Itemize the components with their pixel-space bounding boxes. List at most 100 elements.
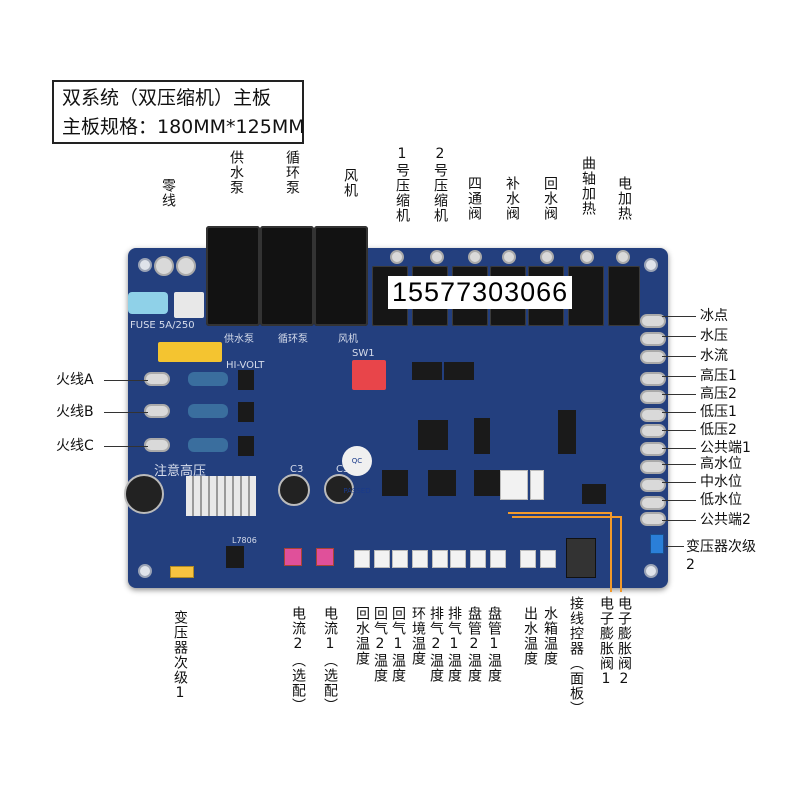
ic [428,470,456,496]
label-four-way-valve: 四通阀 [466,176,482,221]
ic [238,402,254,422]
qc-sticker: QC PASSED [342,446,372,495]
mcu [418,420,448,450]
power-connector [174,292,204,318]
relay-fan [314,226,368,326]
label-low-pressure2: 低压2 [700,422,737,438]
leader-line [662,394,696,395]
label-water-pressure: 水压 [700,328,728,344]
terminal [468,250,482,264]
label-high-pressure1: 高压1 [700,368,737,384]
terminal [640,460,666,474]
terminal [640,390,666,404]
silk-fan: 风机 [338,334,358,345]
leader-line [104,446,148,447]
label-ice-point: 冰点 [700,308,728,324]
terminal [540,250,554,264]
resistor [188,372,228,386]
terminal [430,250,444,264]
label-low-pressure1: 低压1 [700,404,737,420]
silk-pump1: 供水泵 [224,334,254,345]
live-terminal-c [144,438,170,452]
terminal [640,350,666,364]
transformer-secondary1-connector [170,566,194,578]
terminal [580,250,594,264]
silk-warning: 注意高压 [154,464,207,479]
label-tank-temp: 水箱温度 [542,606,558,666]
label-makeup-valve: 补水阀 [504,176,520,221]
mount-hole [138,564,152,578]
title-line2: 主板规格：180MM*125MM [62,116,305,138]
ic [382,470,408,496]
label-discharge1-temp: 排气1温度 [446,606,462,683]
ic [412,362,442,380]
relay-crank-heater [568,266,604,326]
capacitor-c5 [324,474,354,504]
capacitor-c3 [278,474,310,506]
terminal [640,372,666,386]
label-low-water-level: 低水位 [700,492,742,508]
temp-connector [450,550,466,568]
silk-c5: C5 [336,464,350,475]
label-live-c: 火线C [56,438,94,454]
valve-connector [530,470,544,500]
temp-connector [412,550,428,568]
terminal [640,314,666,328]
label-neutral: 零线 [160,178,176,208]
yellow-capacitor [158,342,222,362]
label-compressor2: 2号压缩机 [432,146,448,223]
label-coil2-temp: 盘管2温度 [466,606,482,683]
label-exv2: 电子膨胀阀2 [616,596,632,688]
label-compressor1: 1号压缩机 [394,146,410,223]
temp-connector [354,550,370,568]
label-return-gas1-temp: 回气1温度 [390,606,406,683]
label-supply-pump: 供水泵 [228,150,244,195]
transformer-secondary2-connector [650,534,664,554]
label-discharge2-temp: 排气2温度 [428,606,444,683]
valve-connector [500,470,528,500]
dip-switch [352,360,386,390]
neutral-terminal [154,256,174,276]
terminal [502,250,516,264]
temp-connector [520,550,536,568]
heat-sink [186,476,256,516]
label-crank-heater: 曲轴加热 [580,156,596,216]
label-outlet-water-temp: 出水温度 [522,606,538,666]
label-live-a: 火线A [56,372,94,388]
resistor [188,438,228,452]
valve-trace-1 [508,512,612,592]
temp-connector [540,550,556,568]
mount-hole [644,564,658,578]
leader-line [662,464,696,465]
panel-connector [566,538,596,578]
label-coil1-temp: 盘管1温度 [486,606,502,683]
leader-line [104,412,148,413]
leader-line [662,316,696,317]
terminal [640,478,666,492]
leader-line [662,520,696,521]
ic [238,436,254,456]
label-mid-water-level: 中水位 [700,474,742,490]
leader-line [662,430,696,431]
regulator [226,546,244,568]
terminal [640,442,666,456]
current1-connector [316,548,334,566]
ic [444,362,474,380]
leader-line [662,336,696,337]
label-high-pressure2: 高压2 [700,386,737,402]
silk-hivolt: HI-VOLT [226,360,265,371]
leader-line [666,546,684,547]
leader-line [662,376,696,377]
silk-c3: C3 [290,464,304,475]
ic [474,470,502,496]
label-ambient-temp: 环境温度 [410,606,426,666]
label-transformer-secondary1: 变压器次级1 [172,610,188,702]
mount-hole [644,258,658,272]
terminal [640,408,666,422]
label-return-valve: 回水阀 [542,176,558,221]
neutral-terminal [176,256,196,276]
label-return-gas2-temp: 回气2温度 [372,606,388,683]
leader-line [104,380,148,381]
phone-number: 15577303066 [388,276,573,309]
valve-trace-2 [512,516,622,592]
